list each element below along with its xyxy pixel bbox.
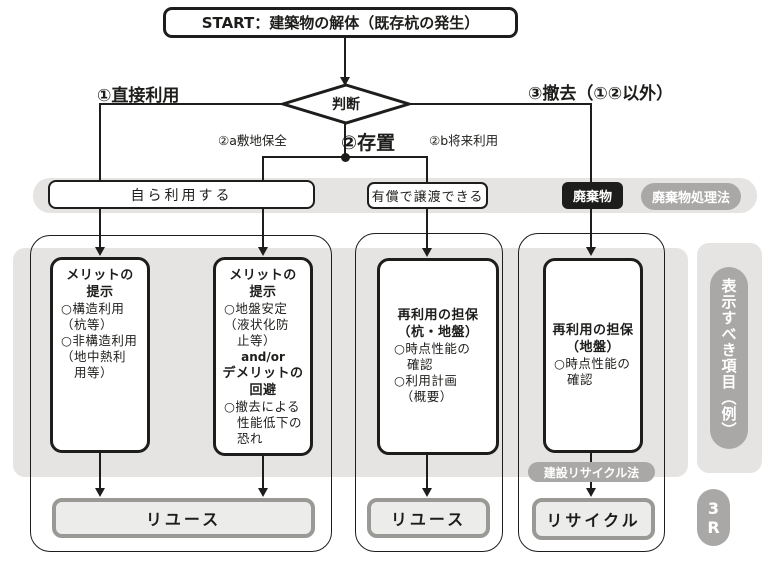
arrow-into-recycle [586,488,596,497]
branch-preserve-site-label: ②a敷地保全 [218,133,287,148]
col1-title: メリットの 提示 [66,268,134,300]
group-preserve [355,233,503,552]
arrow-into-decision [340,77,350,86]
col4-guarantee-box: 再利用の担保 （地盤） ○時点性能の 確認 [543,258,643,453]
line-branch3-vertical [590,103,592,249]
branch-preserve-future-label: ②b将来利用 [429,133,499,148]
col2-title2: デメリットの 回避 [222,366,304,398]
arrow-into-col1 [95,247,105,256]
col2-connector: and/or [241,350,285,364]
group-direct-use [30,235,332,552]
col1-body: ○構造利用 （杭等） ○非構造利用 （地中熱利 用等） [61,301,138,380]
arrow-into-col2 [258,247,268,256]
three-r-pill: 3R [697,489,730,546]
self-use-label: 自ら利用する [130,187,233,204]
line-col3-to-reuse [426,455,428,490]
col4-title: 再利用の担保 （地盤） [552,323,634,355]
waste-label: 廃棄物 [572,190,612,205]
start-node: START：建築物の解体（既存杭の発生） [163,7,518,38]
line-start-to-decision [344,38,346,78]
paid-transfer-node: 有償で譲渡できる [367,182,488,209]
decision-diamond [280,83,412,125]
paid-transfer-label: 有償で譲渡できる [371,190,484,205]
line-col4-to-law [590,453,592,463]
waste-node: 廃棄物 [562,182,623,209]
col1-merit-box: メリットの 提示 ○構造利用 （杭等） ○非構造利用 （地中熱利 用等） [50,257,150,453]
col3-title: 再利用の担保 （杭・地盤） [397,308,479,340]
col3-body: ○時点性能の 確認 ○利用計画 （概要） [394,341,471,404]
col2-merit-demerit-box: メリットの 提示 ○地盤安定 （液状化防 止等） and/or デメリットの 回… [213,257,313,456]
col2-body: ○地盤安定 （液状化防 止等） [224,301,290,348]
line-branch1-horizontal [99,103,282,105]
start-label: START：建築物の解体（既存杭の発生） [201,14,480,32]
recycle-label: リサイクル [546,511,641,530]
line-branch3-horizontal [411,103,592,105]
arrow-into-reuse1-right [258,488,268,497]
decision-label: 判断 [332,97,360,113]
line-decision-to-split [344,124,346,158]
recycle-node: リサイクル [532,498,655,540]
display-items-pill: 表示すべき項目（例） [710,267,748,449]
branch-direct-use-label: ①直接利用 [97,86,180,106]
col3-guarantee-box: 再利用の担保 （杭・地盤） ○時点性能の 確認 ○利用計画 （概要） [377,258,499,455]
self-use-node: 自ら利用する [48,180,315,209]
reuse1-label: リユース [145,510,222,529]
line-col1-to-reuse [99,453,101,490]
arrow-into-reuse2 [422,488,432,497]
branch-split-dot [341,153,350,162]
reuse2-label: リユース [390,510,467,529]
arrow-into-col3 [422,248,432,257]
arrow-into-reuse1-left [95,488,105,497]
branch-removal-label: ③撤去（①②以外） [528,84,674,104]
col2-body2: ○撤去による 性能低下の 恐れ [224,399,303,447]
line-col2-to-reuse [262,455,264,490]
col2-title: メリットの 提示 [229,268,297,300]
branch-preserve-label: ②存置 [341,132,396,154]
arrow-into-col4 [586,247,596,256]
construction-recycle-law-pill: 建設リサイクル法 [528,462,655,482]
waste-law-pill: 廃棄物処理法 [641,183,741,210]
reuse1-node: リユース [52,498,315,538]
reuse2-node: リユース [367,498,490,538]
line-law-to-recycle [590,481,592,490]
col4-body: ○時点性能の 確認 [554,356,631,387]
line-branch1-vertical [99,103,101,249]
